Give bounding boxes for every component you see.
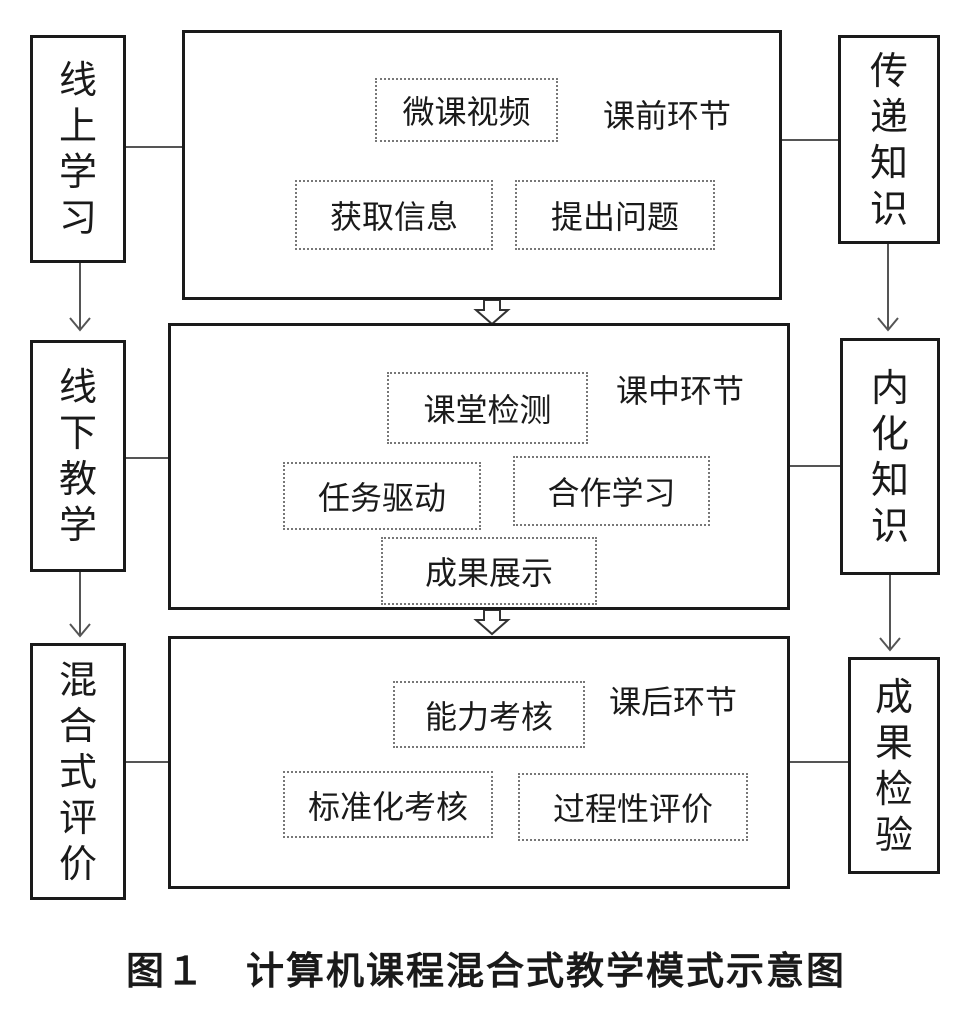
stage-item: 合作学习 xyxy=(513,456,710,526)
stage-item: 获取信息 xyxy=(295,180,493,250)
offline-teaching-label: 线下教学 xyxy=(58,365,97,547)
online-learning-box: 线上学习 xyxy=(30,35,126,263)
stage-title: 课前环节 xyxy=(603,97,732,135)
blended-evaluation-label: 混合式评价 xyxy=(58,657,97,886)
stage-item: 提出问题 xyxy=(515,180,715,250)
stage-item: 过程性评价 xyxy=(518,773,748,841)
result-verification-label: 成果检验 xyxy=(874,674,913,857)
stage-title: 课中环节 xyxy=(616,372,745,410)
result-verification-box: 成果检验 xyxy=(848,657,940,874)
transfer-knowledge-box: 传递知识 xyxy=(838,35,940,244)
stage-item: 课堂检测 xyxy=(387,372,588,444)
stage-item: 成果展示 xyxy=(381,537,597,605)
in-class-stage: 课堂检测 课中环节 任务驱动 合作学习 成果展示 xyxy=(168,323,790,610)
post-class-stage: 能力考核 课后环节 标准化考核 过程性评价 xyxy=(168,636,790,889)
online-learning-label: 线上学习 xyxy=(58,58,97,240)
arrow-left-2 xyxy=(69,572,91,638)
internalize-knowledge-label: 内化知识 xyxy=(870,365,909,548)
internalize-knowledge-box: 内化知识 xyxy=(840,338,940,575)
arrow-left-1 xyxy=(69,263,91,332)
stage-item: 任务驱动 xyxy=(283,462,481,530)
pre-class-stage: 微课视频 课前环节 获取信息 提出问题 xyxy=(182,30,782,300)
block-arrow-2 xyxy=(473,609,511,636)
stage-title: 课后环节 xyxy=(609,683,738,721)
arrow-right-1 xyxy=(877,244,899,332)
transfer-knowledge-label: 传递知识 xyxy=(869,48,908,231)
stage-item: 微课视频 xyxy=(375,78,558,142)
figure-caption: 图１ 计算机课程混合式教学模式示意图 xyxy=(125,949,846,993)
block-arrow-1 xyxy=(473,299,511,326)
arrow-right-2 xyxy=(879,575,901,652)
offline-teaching-box: 线下教学 xyxy=(30,340,126,572)
stage-item: 标准化考核 xyxy=(283,771,493,838)
stage-item: 能力考核 xyxy=(393,681,585,748)
blended-evaluation-box: 混合式评价 xyxy=(30,643,126,900)
